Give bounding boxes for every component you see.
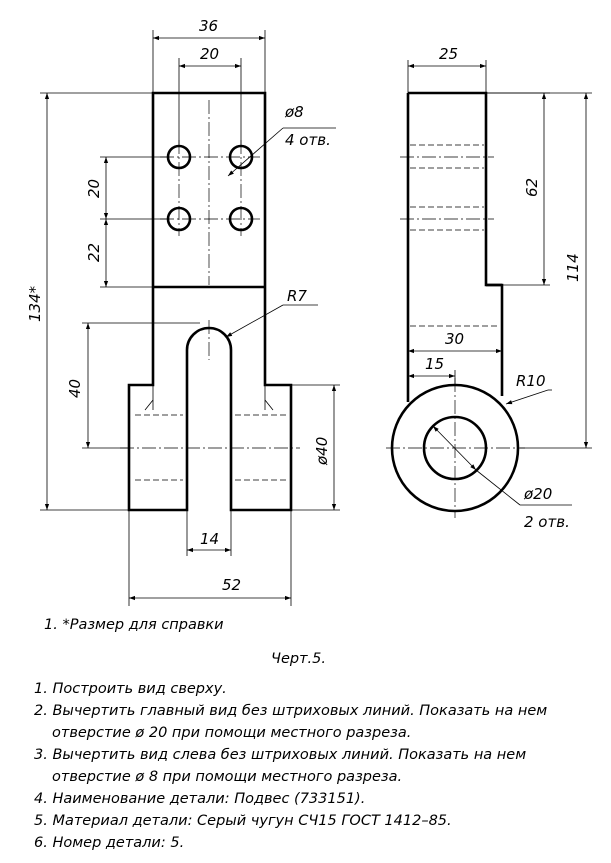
- dim-holes-offset-v-label: 22: [85, 243, 103, 262]
- dim-base-width-label: 52: [222, 576, 241, 594]
- dim-slot-height: 40: [66, 322, 200, 449]
- dim-side-mid-width-label: 30: [445, 330, 464, 348]
- dim-width-top: 36: [152, 17, 266, 93]
- dim-side-height: 114: [486, 92, 592, 449]
- dim-holes-count-label: 4 отв.: [285, 131, 331, 149]
- dim-total-height: 134*: [26, 92, 153, 511]
- instructions: 1. Построить вид сверху. 2. Вычертить гл…: [34, 681, 547, 851]
- dim-boss-diameter-label: ø40: [313, 437, 331, 466]
- instruction-line: 5. Материал детали: Серый чугун СЧ15 ГОС…: [34, 813, 452, 829]
- dim-side-mid-width: 30: [408, 330, 502, 354]
- dim-holes-spacing-v-label: 20: [85, 179, 103, 198]
- dim-bore-diameter-label: ø20: [523, 485, 552, 503]
- dim-boss-diameter: ø40: [291, 384, 340, 511]
- dim-holes-spacing-h-label: 20: [200, 45, 219, 63]
- dim-side-top-width-label: 25: [439, 45, 458, 63]
- instruction-line: 2. Вычертить главный вид без штриховых л…: [34, 703, 547, 719]
- dim-hole-diameter: ø8 4 отв.: [227, 103, 336, 177]
- dim-holes-spacing-h: 20: [178, 45, 242, 146]
- dim-side-height-label: 114: [564, 253, 582, 282]
- dim-slot-height-label: 40: [66, 379, 84, 398]
- instruction-line: 1. Построить вид сверху.: [34, 681, 227, 697]
- side-view-outline: [408, 91, 504, 396]
- dim-holes-spacing-v: 20 22: [85, 156, 168, 288]
- dim-side-top-height-label: 62: [523, 178, 541, 197]
- side-view: 25 62 114 30 15 R1: [386, 45, 592, 531]
- footnote: 1. *Размер для справки: [44, 617, 224, 633]
- dim-total-height-label: 134*: [26, 285, 44, 322]
- instruction-line: отверстие ø 20 при помощи местного разре…: [52, 725, 411, 741]
- dim-bore-count-label: 2 отв.: [524, 513, 570, 531]
- instruction-line: 6. Номер детали: 5.: [34, 835, 184, 851]
- dim-base-width: 52: [128, 510, 292, 606]
- caption: Черт.5.: [271, 651, 326, 667]
- dim-side-top-width: 25: [407, 45, 487, 93]
- dim-fillet-radius-label: R10: [516, 372, 546, 390]
- instruction-line: 3. Вычертить вид слева без штриховых лин…: [34, 747, 526, 763]
- dim-side-offset: 15: [408, 355, 456, 385]
- dim-hole-diameter-label: ø8: [284, 103, 304, 121]
- dim-side-top-height: 62: [486, 92, 550, 286]
- dim-fillet-radius: R10: [505, 372, 552, 405]
- boss-chamfers: [144, 399, 274, 411]
- front-view-outline: [127, 91, 293, 512]
- front-view: 36 20 ø8 4 отв. 20 22: [26, 17, 340, 606]
- dim-bore-diameter: ø20 2 отв.: [432, 425, 572, 531]
- dim-slot-radius-label: R7: [287, 287, 307, 305]
- instruction-line: 4. Наименование детали: Подвес (733151).: [34, 791, 365, 807]
- dim-slot-radius: R7: [225, 287, 318, 338]
- instruction-line: отверстие ø 8 при помощи местного разрез…: [52, 769, 402, 785]
- dim-slot-width-label: 14: [200, 530, 219, 548]
- dim-width-top-label: 36: [199, 17, 218, 35]
- dim-slot-width: 14: [186, 510, 232, 556]
- dim-side-offset-label: 15: [425, 355, 444, 373]
